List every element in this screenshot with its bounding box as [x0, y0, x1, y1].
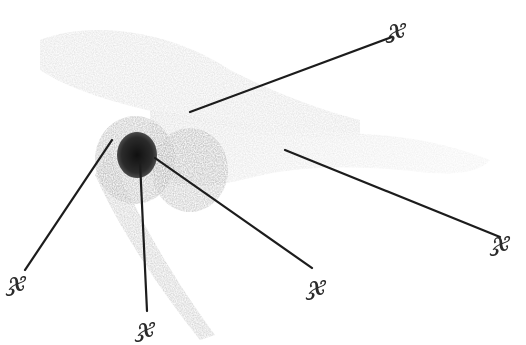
label-bottom-center: ჯ — [134, 313, 156, 343]
label-lower-middle: ჯ — [305, 271, 327, 301]
bone-illustration — [40, 30, 490, 340]
label-lower-left: ჯ — [5, 267, 27, 297]
leader-line-lower-left — [25, 140, 112, 270]
label-far-right: ჯ — [489, 227, 511, 257]
label-top-right: ჯ — [385, 14, 407, 44]
socket — [117, 132, 157, 178]
